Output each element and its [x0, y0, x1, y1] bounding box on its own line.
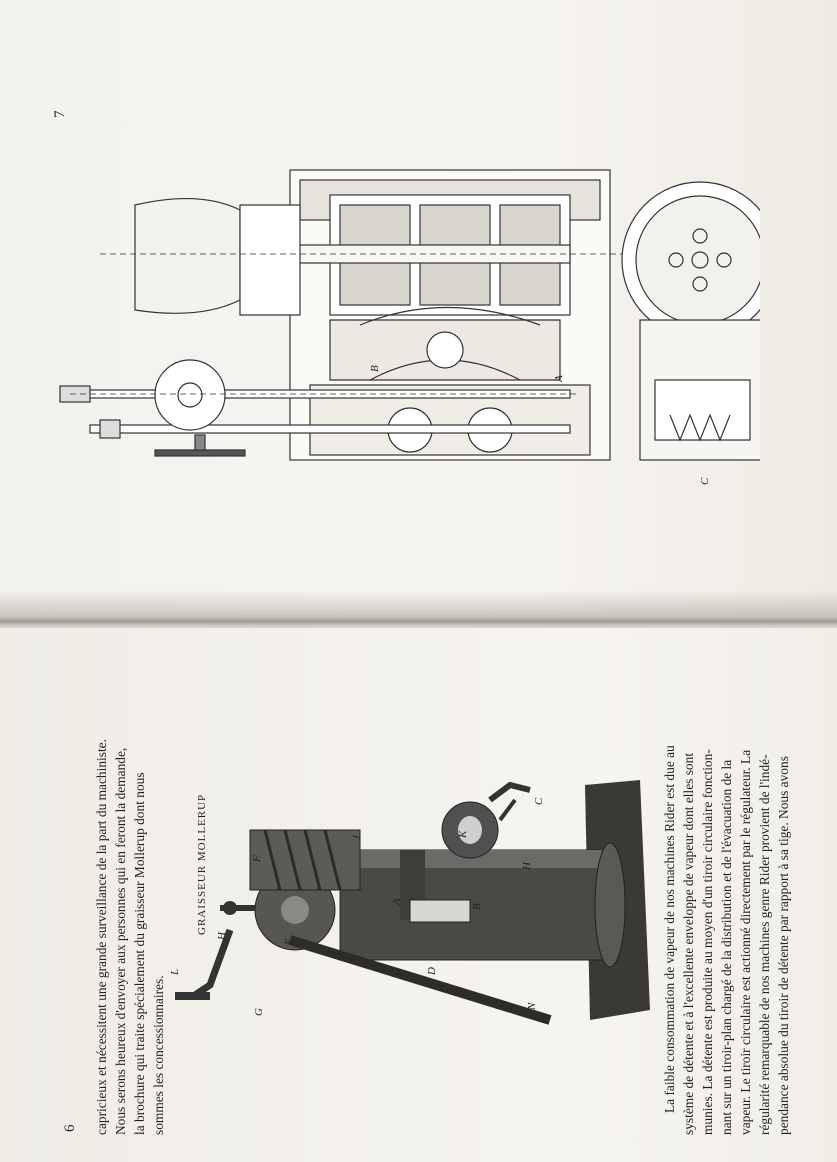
page-number-top: 7 [52, 110, 68, 119]
figure-label-n: N [526, 1002, 538, 1011]
intro-line: sommes les concessionnaires. [151, 975, 166, 1135]
body-line: régularité remarquable de nos machines g… [757, 754, 772, 1135]
diagram-label-c: C [699, 477, 711, 485]
figure-label-h: H [216, 931, 228, 941]
figure-label-j: J [351, 834, 363, 840]
figure-label-a: A [391, 898, 403, 906]
figure-label-k: K [457, 830, 469, 839]
lubricator-illustration: L H G E F J K A B D N H C [170, 780, 650, 1025]
figure-label-e: E [283, 938, 295, 946]
body-line: système de détente et à l'excellente env… [681, 752, 696, 1135]
figure-label-d: D [426, 967, 438, 976]
page-number-bottom: 6 [62, 1124, 78, 1133]
intro-line: Nous serons heureux d'envoyer aux person… [113, 747, 128, 1135]
diagram-label-b: B [369, 365, 381, 372]
intro-line: capricieux et nécessitent une grande sur… [94, 739, 109, 1135]
intro-line: la brochure qui traite spécialement du g… [132, 772, 147, 1135]
body-line: La faible consommation de vapeur de nos … [662, 745, 677, 1113]
body-line: nant sur un tiroir-plan chargé de la dis… [719, 759, 734, 1135]
engine-section-drawing: A B C [59, 169, 760, 485]
rider-engine-paragraph: La faible consommation de vapeur de nos … [660, 660, 793, 1135]
body-line: pendance absolue du tiroir de détente pa… [776, 756, 791, 1135]
figure-label-b: B [471, 903, 483, 910]
body-line: vapeur. Le tiroir circulaire est actionn… [738, 749, 753, 1135]
figure-label-f: F [251, 855, 263, 863]
diagram-label-a: A [553, 375, 565, 383]
intro-paragraph: capricieux et nécessitent une grande sur… [92, 680, 168, 1135]
figure-label-g: G [253, 1008, 265, 1016]
body-line: munies. La détente est produite au moyen… [700, 749, 715, 1135]
figure-label-c: C [533, 797, 545, 805]
figure-label-l: L [170, 969, 181, 976]
figure-label-h2: H [521, 861, 533, 871]
